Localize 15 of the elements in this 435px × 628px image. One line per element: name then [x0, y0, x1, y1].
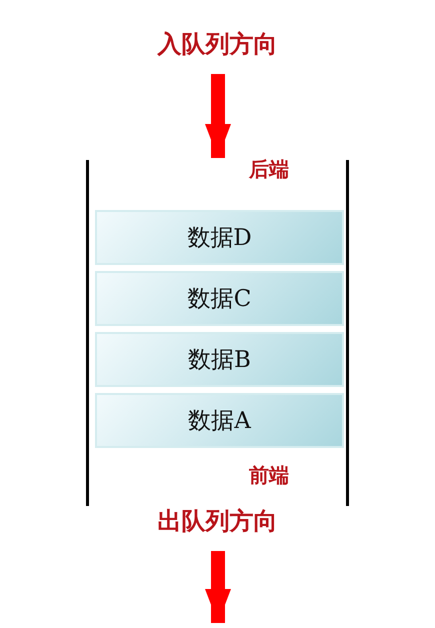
- direction-label: 出队列方向: [140, 505, 295, 539]
- queue-container: [86, 160, 349, 506]
- queue-item-box: [95, 393, 344, 448]
- data-label: 数据B: [188, 346, 251, 375]
- queue-item-box: [95, 271, 344, 326]
- front-label: 前端: [249, 462, 289, 489]
- data-label: 数据C: [188, 285, 252, 314]
- direction-label: 入队列方向: [140, 28, 295, 62]
- arrow: [205, 74, 231, 158]
- data-label: 数据D: [187, 224, 252, 253]
- rear-label: 后端: [249, 156, 289, 183]
- data-label: 数据A: [188, 407, 251, 436]
- queue-item-box: [95, 210, 344, 265]
- arrow: [205, 551, 231, 623]
- queue-item-box: [95, 332, 344, 387]
